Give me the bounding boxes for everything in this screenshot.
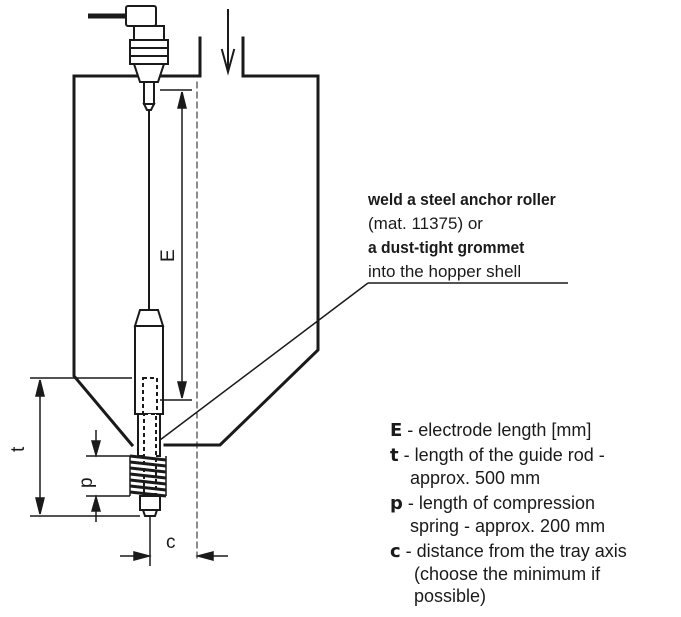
compression-spring bbox=[129, 454, 167, 498]
legend-t-cont: approx. 500 mm bbox=[410, 468, 541, 488]
legend-e-text: - electrode length [mm] bbox=[402, 420, 592, 440]
callout-text: weld a steel anchor roller (mat. 11375) … bbox=[368, 188, 572, 284]
legend-p-key: p bbox=[390, 493, 403, 514]
electrode-weight bbox=[133, 309, 165, 495]
dimension-p bbox=[86, 430, 130, 522]
legend-p-cont: spring - approx. 200 mm bbox=[410, 516, 606, 536]
callout-line-1: weld a steel anchor roller bbox=[368, 190, 556, 209]
legend-c-key: c bbox=[390, 541, 401, 562]
legend-e-key: E bbox=[390, 420, 403, 441]
dimension-p-label: p bbox=[76, 477, 97, 488]
dimension-e-label: E bbox=[158, 249, 179, 262]
legend-c: c - distance from the tray axis (choose … bbox=[390, 540, 627, 607]
legend-p-text: - length of compression bbox=[402, 493, 595, 513]
dimension-t-label: t bbox=[8, 446, 29, 452]
legend-t: t - length of the guide rod - approx. 50… bbox=[390, 444, 605, 489]
connector-assembly bbox=[88, 5, 169, 111]
dimension-e bbox=[160, 89, 192, 401]
dimension-c-label: c bbox=[166, 532, 176, 553]
dimension-t bbox=[30, 377, 140, 517]
legend-t-text: - length of the guide rod - bbox=[398, 445, 605, 465]
callout-leader bbox=[159, 282, 568, 441]
callout-line-4: into the hopper shell bbox=[368, 262, 522, 281]
callout-line-2: (mat. 11375) or bbox=[368, 214, 483, 233]
legend-c-cont: (choose the minimum if bbox=[414, 564, 601, 584]
hopper-shell-right bbox=[163, 36, 320, 447]
rod-end bbox=[139, 495, 161, 517]
dimension-c bbox=[120, 516, 228, 566]
legend-c-text: - distance from the tray axis bbox=[400, 541, 627, 561]
inlet-arrow-head bbox=[220, 48, 236, 76]
legend-e: E - electrode length [mm] bbox=[390, 419, 591, 442]
legend-t-key: t bbox=[390, 445, 399, 466]
callout-line-3: a dust-tight grommet bbox=[368, 238, 525, 257]
legend-c-cont2: possible) bbox=[414, 586, 487, 606]
legend-p: p - length of compression spring - appro… bbox=[390, 492, 605, 537]
